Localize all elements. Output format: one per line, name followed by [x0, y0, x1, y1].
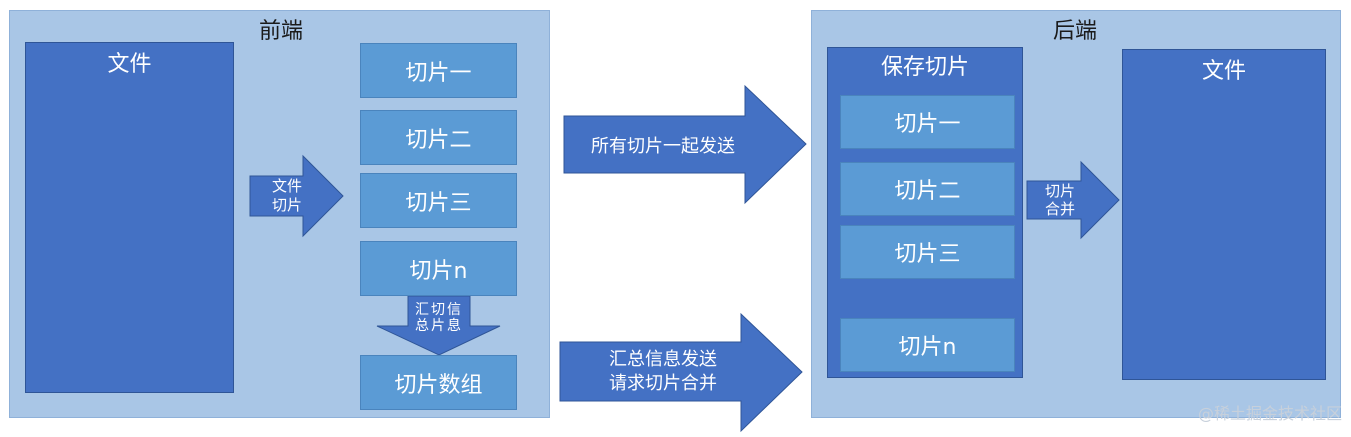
frontend-slice-1: 切片一	[360, 43, 517, 98]
frontend-slice-array: 切片数组	[360, 355, 517, 410]
send-all-arrow	[563, 84, 807, 205]
frontend-title: 前端	[258, 19, 303, 44]
request-merge-arrow	[559, 312, 803, 433]
request-merge-label: 汇总信息发送 请求切片合并	[568, 346, 758, 398]
collect-arrow	[376, 295, 501, 356]
collect-arrow-label: 汇切信 总片息	[405, 300, 473, 336]
request-merge-line-1: 汇总信息发送	[609, 349, 717, 370]
request-merge-line-2: 请求切片合并	[609, 373, 717, 394]
frontend-slice-3: 切片三	[360, 173, 517, 228]
merge-arrow-line-2: 合并	[1044, 200, 1075, 218]
watermark: @稀土掘金技术社区	[1197, 404, 1342, 423]
backend-slice-2: 切片二	[840, 162, 1015, 216]
backend-file-block: 文件	[1122, 49, 1326, 380]
save-slices-label: 保存切片	[880, 55, 969, 80]
merge-arrow	[1026, 160, 1120, 240]
collect-arrow-line-1: 汇切信	[415, 302, 463, 318]
merge-arrow-line-1: 切片	[1044, 182, 1075, 200]
frontend-slice-2: 切片二	[360, 110, 517, 165]
backend-slice-3: 切片三	[840, 225, 1015, 279]
collect-arrow-line-2: 总片息	[415, 318, 463, 334]
backend-file-label: 文件	[1201, 59, 1246, 84]
split-arrow-label: 文件 切片	[262, 176, 312, 216]
merge-arrow-label: 切片 合并	[1036, 181, 1084, 219]
frontend-file-block: 文件	[25, 42, 234, 393]
split-arrow-line-1: 文件	[271, 177, 302, 195]
split-arrow	[249, 154, 344, 238]
backend-slice-1: 切片一	[840, 95, 1015, 149]
backend-slice-n: 切片n	[840, 318, 1015, 372]
send-all-label: 所有切片一起发送	[591, 136, 735, 157]
frontend-file-label: 文件	[107, 52, 152, 77]
frontend-slice-n: 切片n	[360, 241, 517, 296]
split-arrow-line-2: 切片	[271, 196, 302, 214]
backend-title: 后端	[1052, 19, 1097, 44]
